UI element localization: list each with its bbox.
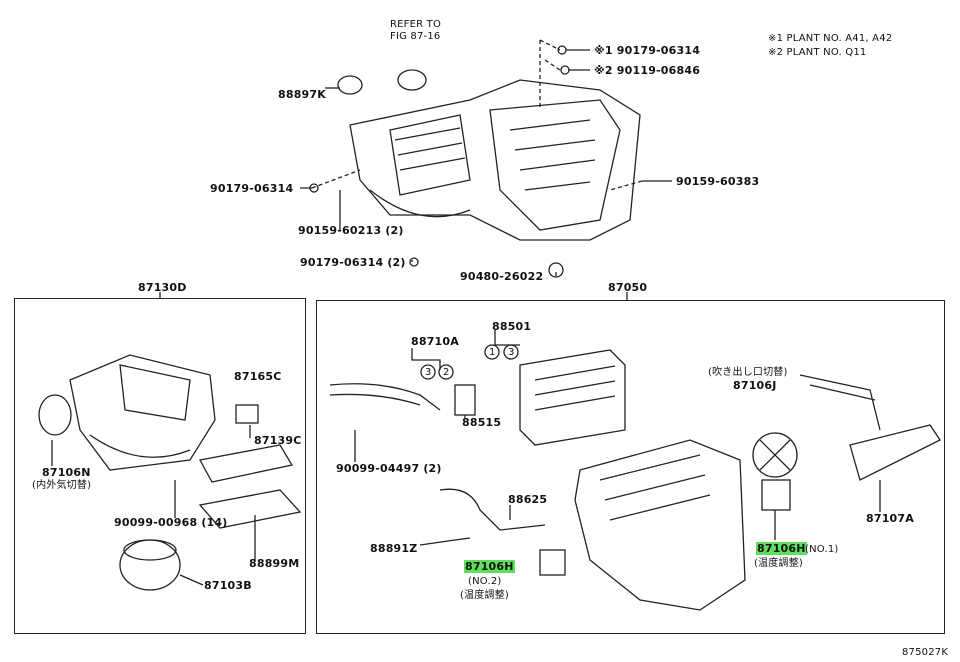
part-87106h-no2-number: (NO.2) [468,576,502,587]
part-88891z[interactable]: 88891Z [370,542,418,555]
part-88625[interactable]: 88625 [508,493,548,506]
circle-1 [484,344,500,360]
part-88501[interactable]: 88501 [492,320,532,333]
part-88515[interactable]: 88515 [462,416,502,429]
part-87139c[interactable]: 87139C [254,434,302,447]
part-87106n[interactable]: 87106N [42,466,91,479]
note-2: ※2 PLANT NO. Q11 [768,47,867,58]
part-87106h-no1[interactable]: 87106H [756,542,807,555]
part-90159-60383[interactable]: 90159-60383 [676,175,760,188]
part-87106h-no2-desc: (温度調整) [460,590,510,601]
part-87106h-no1-desc: (温度調整) [754,558,804,569]
part-88899m[interactable]: 88899M [249,557,300,570]
hvac-unit-top-drawing [300,39,672,278]
group-box-87130d [14,298,306,634]
part-87103b[interactable]: 87103B [204,579,252,592]
circle-3-a [420,364,436,380]
part-90179-06314-2[interactable]: 90179-06314 (2) [300,256,406,269]
circle-label-1: 1 [489,347,496,358]
part-90099-04497[interactable]: 90099-04497 (2) [336,462,442,475]
part-90159-60213[interactable]: 90159-60213 (2) [298,224,404,237]
part-87107a[interactable]: 87107A [866,512,914,525]
ac-unit-drawing [329,330,941,611]
part-90179-06314[interactable]: 90179-06314 [210,182,294,195]
part-87106h-no2[interactable]: 87106H [464,560,515,573]
part-90179-06314-plant1[interactable]: ※1 90179-06314 [594,44,701,57]
note-1: ※1 PLANT NO. A41, A42 [768,33,893,44]
part-87165c[interactable]: 87165C [234,370,282,383]
group-title-87130d[interactable]: 87130D [138,281,187,294]
part-87106j-desc: (吹き出し口切替) [708,367,788,378]
group-box-87050 [316,300,945,634]
blower-unit-drawing [38,354,302,591]
part-88710a[interactable]: 88710A [411,335,459,348]
group-title-87050[interactable]: 87050 [608,281,648,294]
part-87106h-no1-number: (NO.1) [805,544,839,555]
circle-label-3: 3 [425,367,432,378]
part-87106n-desc: (内外気切替) [32,480,92,491]
part-90119-06846[interactable]: ※2 90119-06846 [594,64,701,77]
part-87106j[interactable]: 87106J [733,379,777,392]
refer-to-line-2: FIG 87-16 [390,31,441,42]
part-90099-00968[interactable]: 90099-00968 (14) [114,516,228,529]
circle-3-b [503,344,519,360]
part-88897k[interactable]: 88897K [278,88,326,101]
circle-label-2: 2 [443,367,450,378]
circle-label-3b: 3 [508,347,515,358]
refer-to-line-1: REFER TO [390,19,442,30]
circle-2 [438,364,454,380]
diagram-code: 875027K [902,647,949,658]
part-90480-26022[interactable]: 90480-26022 [460,270,544,283]
